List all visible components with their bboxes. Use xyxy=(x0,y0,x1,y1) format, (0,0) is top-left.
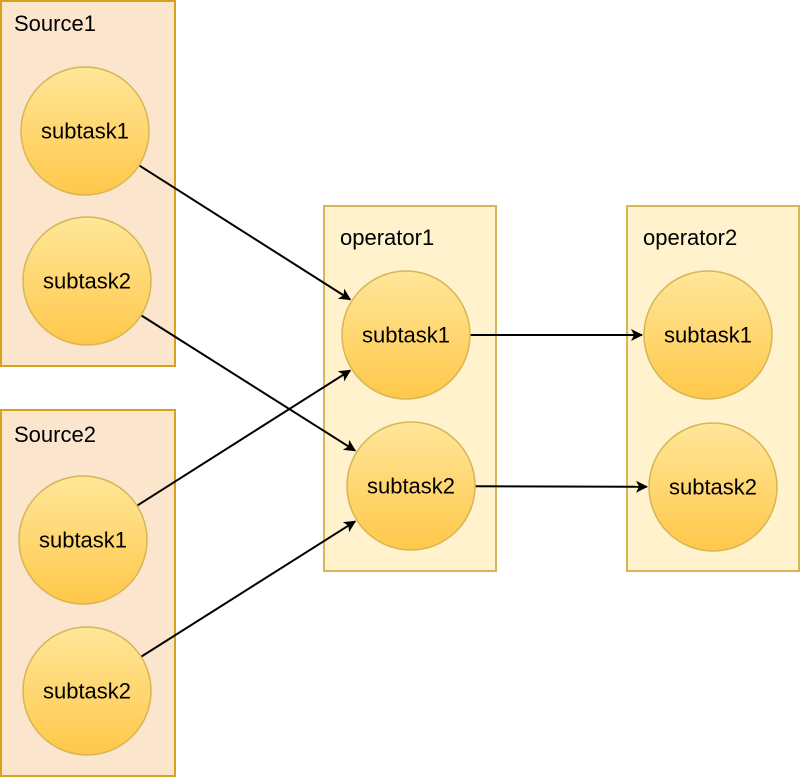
node-source2-subtask2-circle xyxy=(22,626,152,756)
node-source2-subtask2[interactable]: subtask2 xyxy=(22,626,152,756)
node-operator1-subtask1[interactable]: subtask1 xyxy=(341,270,471,400)
node-source1-subtask1-circle xyxy=(20,66,150,196)
node-operator2-subtask2-label: subtask2 xyxy=(669,475,757,500)
node-source1-subtask2-label: subtask2 xyxy=(43,269,131,294)
node-operator2-subtask1-circle xyxy=(643,270,773,400)
edge-s1t1-to-o1t1 xyxy=(138,164,352,301)
edge-s2t2-to-o1t2 xyxy=(140,520,357,658)
edge-s1t2-to-o1t2 xyxy=(140,314,357,452)
node-operator2-subtask1-label: subtask1 xyxy=(664,323,752,348)
group-operator1-label: operator1 xyxy=(340,225,434,250)
node-operator1-subtask2-circle xyxy=(346,421,476,551)
node-source2-subtask1[interactable]: subtask1 xyxy=(18,475,148,605)
node-operator2-subtask2-circle xyxy=(648,422,778,552)
edge-o1t2-to-o2t2 xyxy=(474,480,649,493)
node-source1-subtask1-label: subtask1 xyxy=(41,119,129,144)
node-source2-subtask1-circle xyxy=(18,475,148,605)
group-operator2-label: operator2 xyxy=(643,225,737,250)
node-operator2-subtask1[interactable]: subtask1 xyxy=(643,270,773,400)
edges-layer xyxy=(136,164,649,658)
group-source1-label: Source1 xyxy=(14,11,96,36)
node-source1-subtask2[interactable]: subtask2 xyxy=(22,216,152,346)
node-source1-subtask1[interactable]: subtask1 xyxy=(20,66,150,196)
node-operator1-subtask2[interactable]: subtask2 xyxy=(346,421,476,551)
node-operator1-subtask1-label: subtask1 xyxy=(362,323,450,348)
node-operator1-subtask2-label: subtask2 xyxy=(367,474,455,499)
node-source2-subtask2-label: subtask2 xyxy=(43,679,131,704)
node-source2-subtask1-label: subtask1 xyxy=(39,528,127,553)
edge-s2t1-to-o1t1 xyxy=(136,369,352,507)
node-source1-subtask2-circle xyxy=(22,216,152,346)
node-operator2-subtask2[interactable]: subtask2 xyxy=(648,422,778,552)
group-source2-label: Source2 xyxy=(14,422,96,447)
node-operator1-subtask1-circle xyxy=(341,270,471,400)
